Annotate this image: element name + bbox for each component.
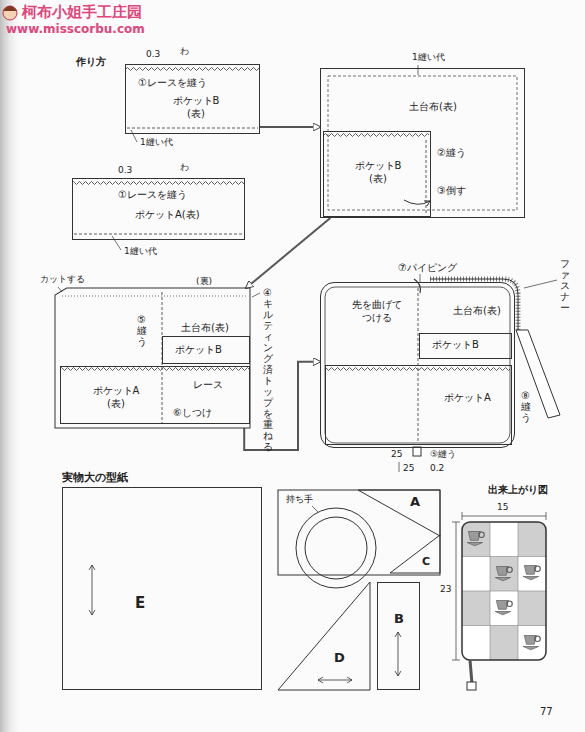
- dimension: 0.3: [118, 165, 132, 176]
- fold-mark: わ: [180, 162, 189, 173]
- step-note: カットする: [40, 274, 85, 285]
- piece-letter: D: [334, 650, 345, 666]
- fold-mark: わ: [180, 46, 189, 57]
- piece-letter: A: [410, 494, 420, 510]
- pocket-panel: ①レースを縫うポケットA(表): [72, 178, 245, 240]
- piece-outline: [278, 582, 370, 690]
- node-text: 土台布(表): [409, 101, 457, 114]
- pattern-piece: E: [62, 487, 262, 690]
- node-text: ③倒す: [437, 185, 466, 198]
- node-text: ⑤縫う: [137, 314, 147, 347]
- pocket-panel: ポケットB: [162, 336, 250, 364]
- node-text: ①レースを縫う: [138, 77, 207, 90]
- node-text: ⑥しつけ: [173, 407, 212, 420]
- piece-letter: E: [135, 594, 145, 613]
- section-heading: 出来上がり図: [488, 484, 548, 497]
- case-outline: 先を曲げてつける 土台布(表) ポケットB ポケットA: [320, 282, 515, 448]
- dimension: 15: [497, 502, 508, 513]
- piece-outline: [358, 490, 440, 536]
- pocket-panel: ①レースを縫うポケットB (表): [125, 64, 260, 134]
- dimension: 25: [391, 449, 402, 460]
- piece-outline: [390, 535, 440, 573]
- side-mark: (裏): [196, 276, 212, 287]
- step-arrow: [246, 218, 330, 288]
- node-text: 土台布(表): [181, 322, 229, 335]
- seam-allowance: 1縫い代: [412, 52, 445, 63]
- node-text: レース: [193, 379, 223, 392]
- dimension: 0.3: [146, 49, 160, 60]
- base-fabric-panel: ⑤縫う 土台布(表) ポケットB レース ポケットA (表) ⑥しつけ: [55, 288, 250, 428]
- node-text: ポケットA (表): [86, 385, 146, 410]
- step-note: ⑧縫う: [521, 390, 531, 423]
- step-note: ⑤縫う: [430, 449, 456, 460]
- dimension: 0.2: [430, 463, 444, 474]
- watermark: 柯布小姐手工庄园: [22, 3, 142, 22]
- pocket-panel: ポケットB (表): [323, 131, 431, 217]
- step-note: ⑦パイピング: [398, 262, 457, 275]
- node-text: 土台布(表): [453, 305, 501, 318]
- piece-outline: [358, 490, 440, 536]
- base-fabric-panel: 土台布(表) ②縫う ③倒す ポケットB (表): [320, 68, 525, 218]
- piece-outline: [55, 288, 250, 428]
- seam-allowance: 1縫い代: [140, 137, 173, 148]
- node-text: ポケットB (表): [348, 160, 408, 185]
- piece-outline: [390, 535, 440, 573]
- node-text: ポケットB: [432, 339, 479, 352]
- watermark: www.misscorbu.com: [6, 22, 145, 37]
- step-arrow: [260, 126, 320, 128]
- pocket-panel: ポケットB: [419, 333, 512, 359]
- node-text: ポケットA(表): [135, 209, 200, 222]
- seam-allowance: 1縫い代: [124, 246, 157, 257]
- node-text: ②縫う: [437, 147, 466, 160]
- piece-letter: B: [394, 611, 404, 627]
- dimension: 25: [403, 463, 414, 474]
- piece-outline: [55, 288, 250, 428]
- pocket-panel: ポケットA: [325, 365, 512, 445]
- node-text: ①レースを縫う: [118, 189, 187, 202]
- step-note: ④キルティング済トップを重ねる: [263, 287, 273, 452]
- part-name: 持ち手: [286, 494, 313, 505]
- pattern-piece: D: [278, 582, 370, 690]
- step-arrow: [244, 362, 320, 450]
- node-text: 先を曲げてつける: [349, 299, 405, 324]
- piece-outline: [278, 582, 370, 690]
- node-text: ポケットA: [444, 392, 491, 405]
- pocket-panel: レース ポケットA (表) ⑥しつけ: [60, 366, 250, 424]
- section-heading: 作り方: [76, 56, 106, 69]
- page-number: 77: [540, 706, 553, 719]
- part-name: ファスナー: [560, 258, 570, 313]
- piece-letter: C: [422, 555, 430, 569]
- pattern-piece: C: [390, 535, 440, 573]
- pattern-piece: B: [377, 582, 420, 690]
- section-heading: 実物大の型紙: [62, 471, 128, 485]
- dimension: 23: [440, 584, 451, 595]
- node-text: ポケットB: [175, 344, 222, 357]
- node-text: ポケットB (表): [166, 95, 226, 120]
- pattern-piece: A: [358, 490, 440, 536]
